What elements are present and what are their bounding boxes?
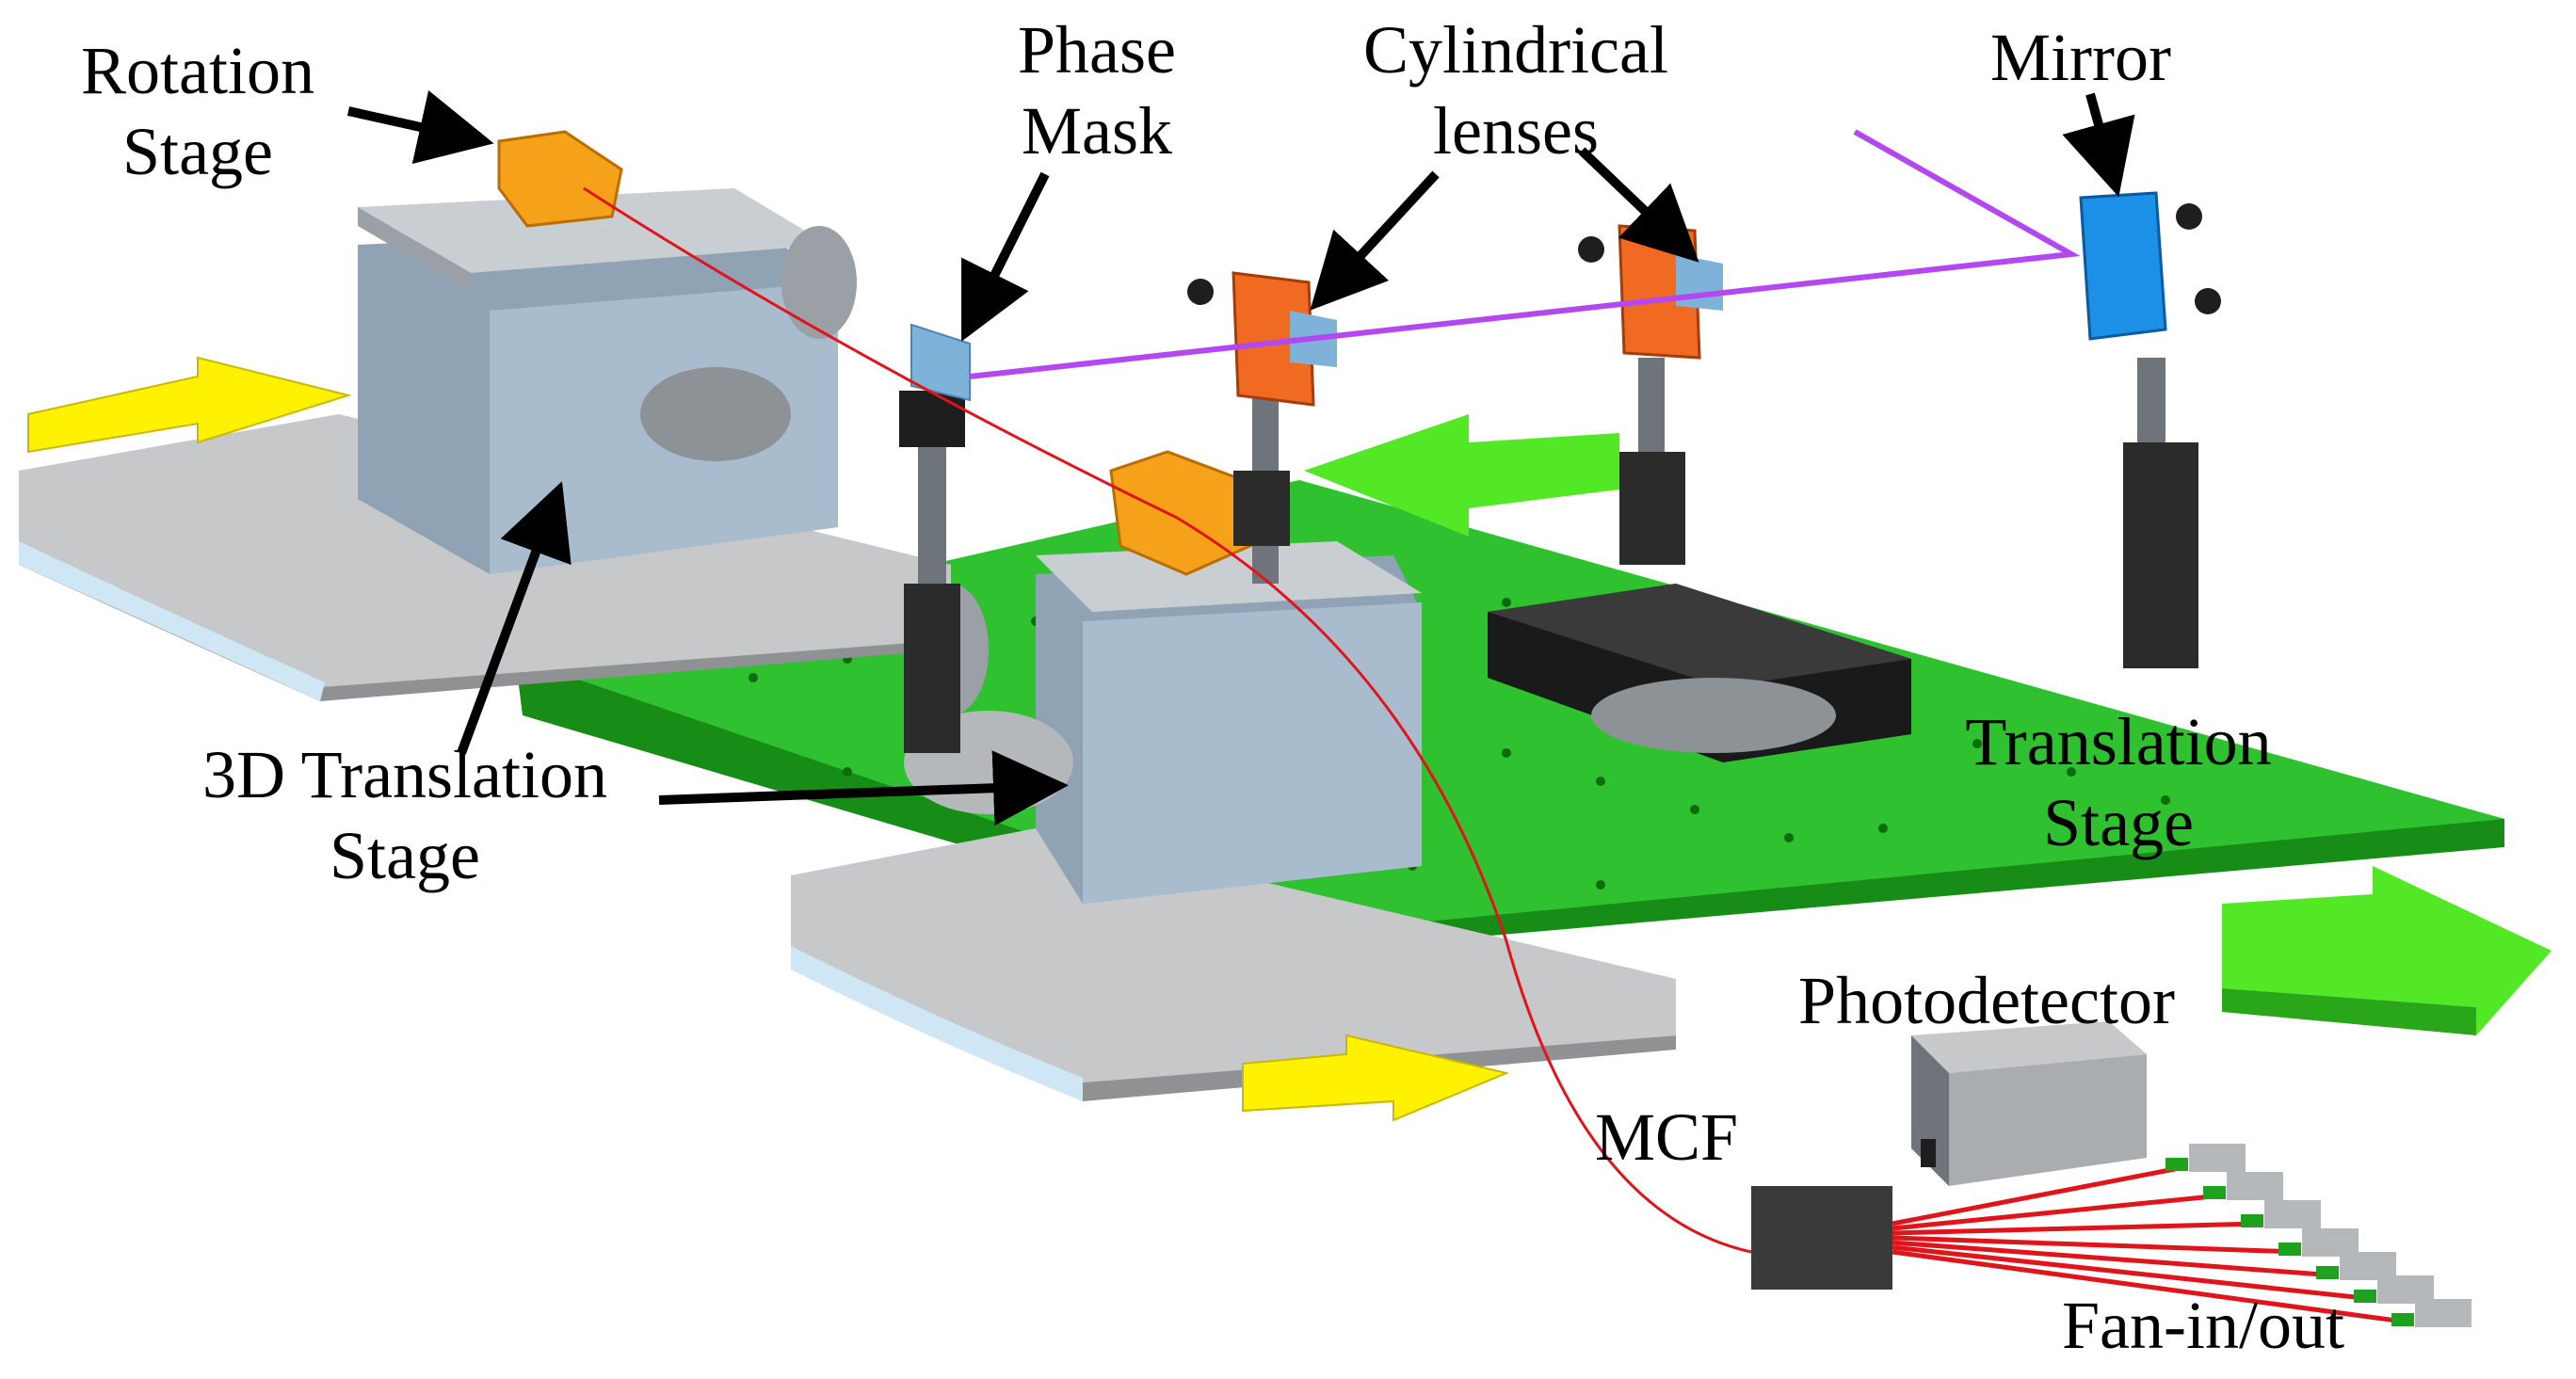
label-rotation-stage-line2: Stage bbox=[122, 114, 273, 189]
laser-beam bbox=[969, 129, 2081, 379]
pointer-arrows bbox=[346, 89, 2135, 826]
label-translation-stage-line2: Stage bbox=[2043, 785, 2194, 860]
arrow-cylindrical-lens-1 bbox=[1310, 170, 1440, 311]
translation-arrow-top bbox=[1304, 414, 1619, 537]
label-3d-translation-stage-line2: Stage bbox=[330, 818, 480, 893]
arrow-phase-mask bbox=[961, 171, 1050, 342]
linear-stage-black bbox=[1488, 584, 1911, 762]
label-mirror: Mirror bbox=[1990, 20, 2171, 95]
label-translation-stage-line1: Translation bbox=[1965, 704, 2272, 779]
label-rotation-stage: Rotation Stage bbox=[56, 30, 339, 192]
cylindrical-lens-2 bbox=[1578, 224, 1723, 565]
mcf-fiber bbox=[583, 186, 1752, 1254]
arrow-cylindrical-lens-2 bbox=[1578, 147, 1699, 263]
arrow-3d-stage-bottom bbox=[658, 750, 1069, 826]
mirror-assembly bbox=[2079, 191, 2221, 668]
label-cylindrical-lenses-line2: lenses bbox=[1433, 93, 1599, 168]
arrow-mirror bbox=[2062, 92, 2135, 198]
label-photodetector: Photodetector bbox=[1798, 963, 2175, 1038]
label-translation-stage: Translation Stage bbox=[1940, 701, 2297, 863]
label-phase-mask: Phase Mask bbox=[998, 9, 1196, 171]
yellow-arrow-bottom bbox=[1242, 1034, 1510, 1122]
label-cylindrical-lenses: Cylindrical lenses bbox=[1318, 9, 1714, 171]
arrow-3d-stage-left bbox=[457, 481, 572, 755]
phase-mask-plate bbox=[910, 323, 971, 402]
translation-stage-left bbox=[358, 188, 857, 574]
arrow-rotation-stage bbox=[346, 89, 494, 165]
yellow-arrow-left bbox=[27, 356, 352, 454]
label-phase-mask-line1: Phase bbox=[1018, 12, 1176, 88]
label-cylindrical-lenses-line1: Cylindrical bbox=[1363, 12, 1668, 88]
label-mcf: MCF bbox=[1594, 1099, 1739, 1175]
label-3d-translation-stage: 3D Translation Stage bbox=[141, 734, 668, 896]
fan-in-out-device bbox=[1751, 1144, 2471, 1327]
label-fan-in-out: Fan-in/out bbox=[2062, 1288, 2344, 1363]
photodetector-device bbox=[1911, 1021, 2147, 1186]
label-3d-translation-stage-line1: 3D Translation bbox=[201, 737, 608, 812]
label-phase-mask-line2: Mask bbox=[1022, 93, 1172, 168]
translation-arrow-bottom bbox=[2222, 866, 2552, 1035]
label-rotation-stage-line1: Rotation bbox=[81, 33, 314, 108]
rotation-stage-top bbox=[497, 130, 623, 228]
phase-mask-assembly bbox=[899, 323, 971, 753]
